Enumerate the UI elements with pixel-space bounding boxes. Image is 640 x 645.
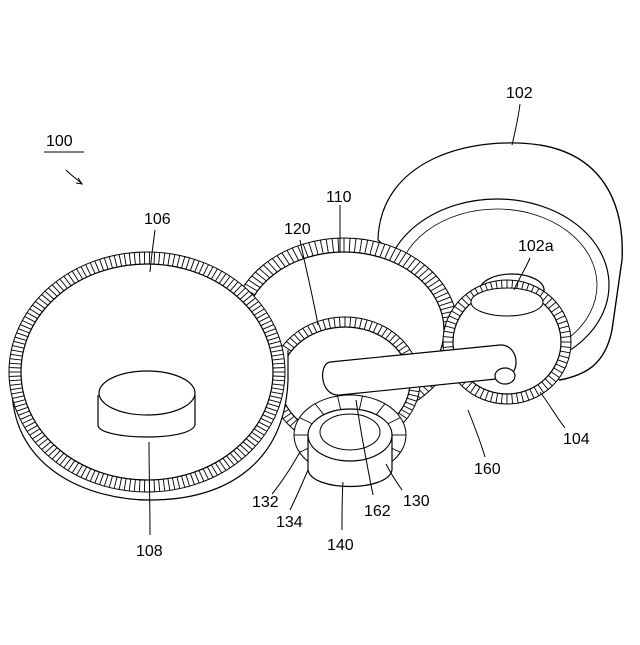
label-100: 100	[46, 133, 73, 150]
ratchet-130	[294, 395, 406, 487]
leader-102	[512, 104, 520, 145]
label-108: 108	[136, 543, 163, 560]
label-104: 104	[563, 431, 590, 448]
leader-140	[342, 482, 343, 530]
label-140: 140	[327, 537, 354, 554]
label-120: 120	[284, 221, 311, 238]
label-106: 106	[144, 211, 171, 228]
label-132: 132	[252, 494, 279, 511]
label-102a: 102a	[518, 238, 554, 255]
leader-132	[272, 452, 300, 494]
gear-106	[9, 252, 288, 500]
leader-104	[540, 392, 565, 428]
label-134: 134	[276, 514, 303, 531]
label-110: 110	[326, 189, 352, 206]
label-162: 162	[364, 503, 391, 520]
leader-134	[290, 470, 308, 510]
label-130: 130	[403, 493, 430, 510]
label-160: 160	[474, 461, 501, 478]
leader-100	[66, 170, 82, 184]
label-102: 102	[506, 85, 533, 102]
leader-160	[468, 410, 485, 457]
gear-104	[443, 280, 571, 404]
